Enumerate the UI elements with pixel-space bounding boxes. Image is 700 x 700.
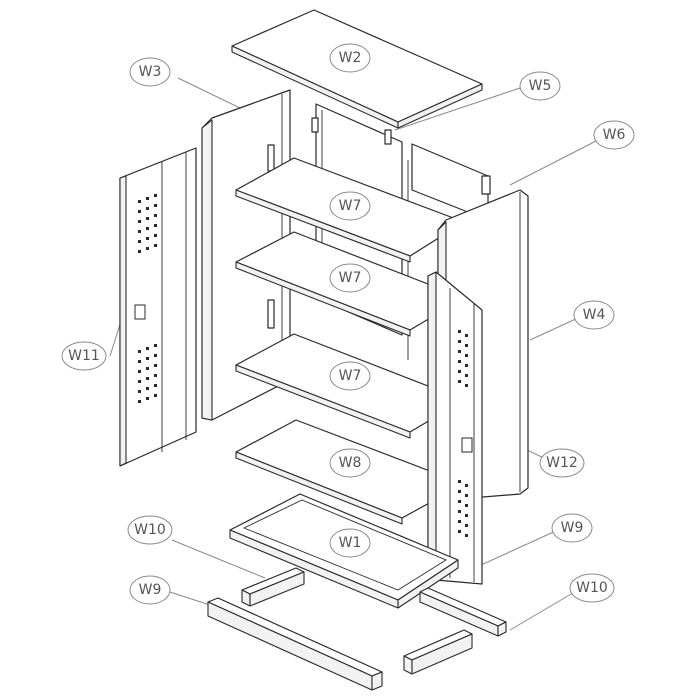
label-w10-right: W10 <box>569 573 615 603</box>
svg-text:W7: W7 <box>339 368 362 384</box>
label-w4: W4 <box>573 300 615 330</box>
label-w2: W2 <box>329 43 371 73</box>
svg-text:W9: W9 <box>139 582 162 598</box>
svg-text:W1: W1 <box>339 535 362 551</box>
label-w1: W1 <box>329 528 371 558</box>
svg-text:W4: W4 <box>583 307 606 323</box>
left-door-vents <box>138 194 157 403</box>
svg-text:W11: W11 <box>68 348 100 364</box>
left-door-lock <box>134 304 146 320</box>
label-w10-left: W10 <box>127 515 173 545</box>
label-w5: W5 <box>519 71 561 101</box>
svg-text:W8: W8 <box>339 455 362 471</box>
part-left-plinth <box>241 567 305 607</box>
label-w7-lower: W7 <box>329 361 371 391</box>
svg-text:W10: W10 <box>134 522 166 538</box>
svg-text:W10: W10 <box>576 580 608 596</box>
svg-text:W2: W2 <box>339 50 362 66</box>
label-w6: W6 <box>593 120 635 150</box>
svg-text:W12: W12 <box>546 455 578 471</box>
right-door-vents <box>458 330 468 537</box>
svg-text:W6: W6 <box>603 127 626 143</box>
label-w12: W12 <box>539 448 585 478</box>
label-w9-right: W9 <box>551 513 593 543</box>
label-w8: W8 <box>329 448 371 478</box>
svg-text:W7: W7 <box>339 270 362 286</box>
svg-text:W3: W3 <box>139 64 162 80</box>
label-w7-top: W7 <box>329 191 371 221</box>
part-right-door <box>427 271 483 585</box>
part-left-door <box>119 147 197 467</box>
part-back-plinth <box>419 587 507 637</box>
svg-text:W9: W9 <box>561 520 584 536</box>
svg-text:W7: W7 <box>339 198 362 214</box>
svg-text:W5: W5 <box>529 78 552 94</box>
label-w3: W3 <box>129 57 171 87</box>
part-front-plinth <box>207 597 383 691</box>
right-door-lock <box>461 437 473 453</box>
label-w7-middle: W7 <box>329 263 371 293</box>
label-w9-left: W9 <box>129 575 171 605</box>
part-right-plinth <box>403 629 473 675</box>
label-w11: W11 <box>61 341 107 371</box>
